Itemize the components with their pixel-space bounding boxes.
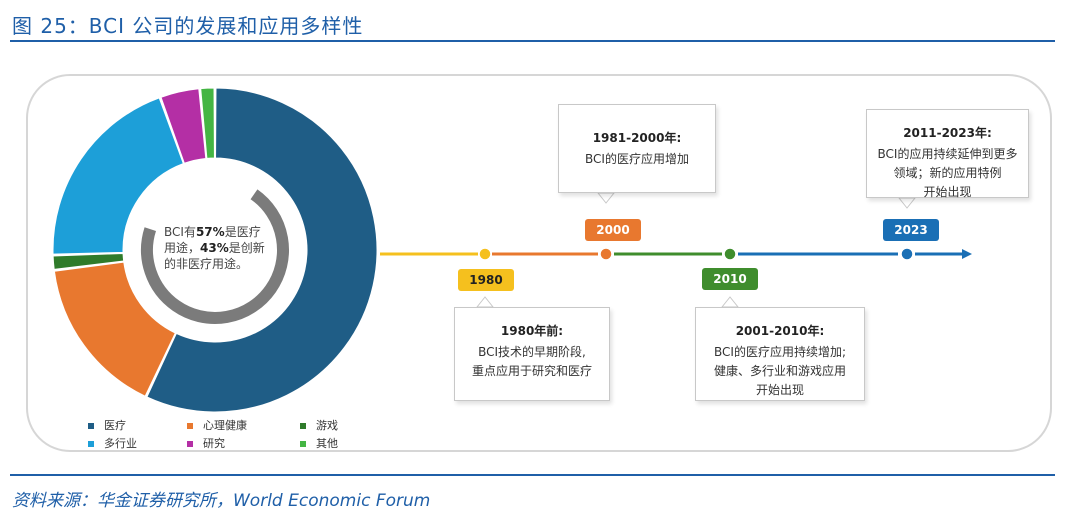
donut-slice (52, 97, 184, 255)
donut-slice (200, 87, 215, 159)
timeline-dot (723, 247, 737, 261)
legend-label: 多行业 (104, 437, 137, 450)
legend-label: 医疗 (104, 419, 126, 432)
timeline-arrowhead (962, 249, 972, 259)
center-text-part: BCI有 (164, 225, 196, 239)
timeline-callout: 1981-2000年: BCI的医疗应用增加 (558, 104, 716, 193)
center-line-1: BCI有57%是医疗 (164, 224, 282, 240)
callout-pointer (897, 197, 917, 209)
legend-item: 游戏 (300, 417, 338, 433)
legend-item: 其他 (300, 435, 338, 451)
donut-slice (146, 87, 378, 413)
legend-swatch (88, 423, 94, 429)
callout-line: BCI技术的早期阶段, (478, 345, 586, 359)
legend-label: 游戏 (316, 419, 338, 432)
center-text-part: 用途， (164, 241, 201, 255)
legend-label: 研究 (203, 437, 225, 450)
year-badge: 2010 (702, 268, 758, 290)
title-rule (10, 40, 1055, 42)
legend-swatch (88, 441, 94, 447)
callout-line: 开始出现 (923, 185, 972, 199)
callout-line: 健康、多行业和游戏应用 (713, 364, 846, 378)
legend-swatch (300, 441, 306, 447)
legend-swatch (187, 423, 193, 429)
year-badge: 2023 (883, 219, 939, 241)
source-note: 资料来源：华金证券研究所，World Economic Forum (12, 491, 431, 511)
legend-label: 心理健康 (203, 419, 247, 432)
callout-title: 2001-2010年: (735, 324, 825, 338)
timeline-callout: 1980年前: BCI技术的早期阶段, 重点应用于研究和医疗 (454, 307, 610, 401)
callout-line: 领域；新的应用特例 (893, 166, 1002, 180)
center-text-part: 是创新 (228, 241, 265, 255)
callout-line: 开始出现 (755, 383, 804, 397)
legend-item: 心理健康 (187, 417, 247, 433)
source-rule (10, 474, 1055, 476)
callout-title: 1980年前: (500, 324, 564, 338)
callout-title: 2011-2023年: (903, 126, 992, 140)
legend-swatch (300, 423, 306, 429)
callout-line: BCI的应用持续延伸到更多 (877, 147, 1018, 161)
medical-share: 57% (195, 225, 225, 239)
callout-pointer (475, 296, 495, 308)
callout-line: 重点应用于研究和医疗 (471, 364, 592, 378)
legend-item: 医疗 (88, 417, 126, 433)
year-badge: 1980 (458, 269, 514, 291)
center-text-part: 是医疗 (224, 225, 261, 239)
timeline-dot (478, 247, 492, 261)
center-line-3: 的非医疗用途。 (164, 257, 249, 271)
legend-item: 研究 (187, 435, 225, 451)
donut-center-label: BCI有57%是医疗 用途，43%是创新 的非医疗用途。 (164, 224, 282, 272)
center-line-2: 用途，43%是创新 (164, 240, 282, 256)
timeline (380, 247, 972, 261)
callout-line: BCI的医疗应用持续增加; (714, 345, 846, 359)
nonmedical-share: 43% (200, 241, 229, 255)
timeline-callout: 2011-2023年: BCI的应用持续延伸到更多领域；新的应用特例开始出现 (866, 109, 1029, 199)
donut-slice (52, 252, 125, 270)
callout-line: BCI的医疗应用增加 (585, 152, 689, 166)
timeline-dot (900, 247, 914, 261)
timeline-callout: 2001-2010年: BCI的医疗应用持续增加; 健康、多行业和游戏应用开始出现 (695, 307, 865, 401)
callout-pointer (720, 296, 740, 308)
donut-slice (160, 88, 207, 164)
legend-item: 多行业 (88, 435, 137, 451)
donut-slice (53, 261, 176, 397)
center-ring-arc (141, 176, 289, 324)
timeline-dot (599, 247, 613, 261)
legend-swatch (187, 441, 193, 447)
figure-title: 图 25：BCI 公司的发展和应用多样性 (12, 14, 364, 38)
donut-chart (52, 87, 378, 413)
callout-pointer (596, 192, 616, 204)
callout-title: 1981-2000年: (592, 131, 682, 145)
legend-label: 其他 (316, 437, 338, 450)
year-badge: 2000 (585, 219, 641, 241)
